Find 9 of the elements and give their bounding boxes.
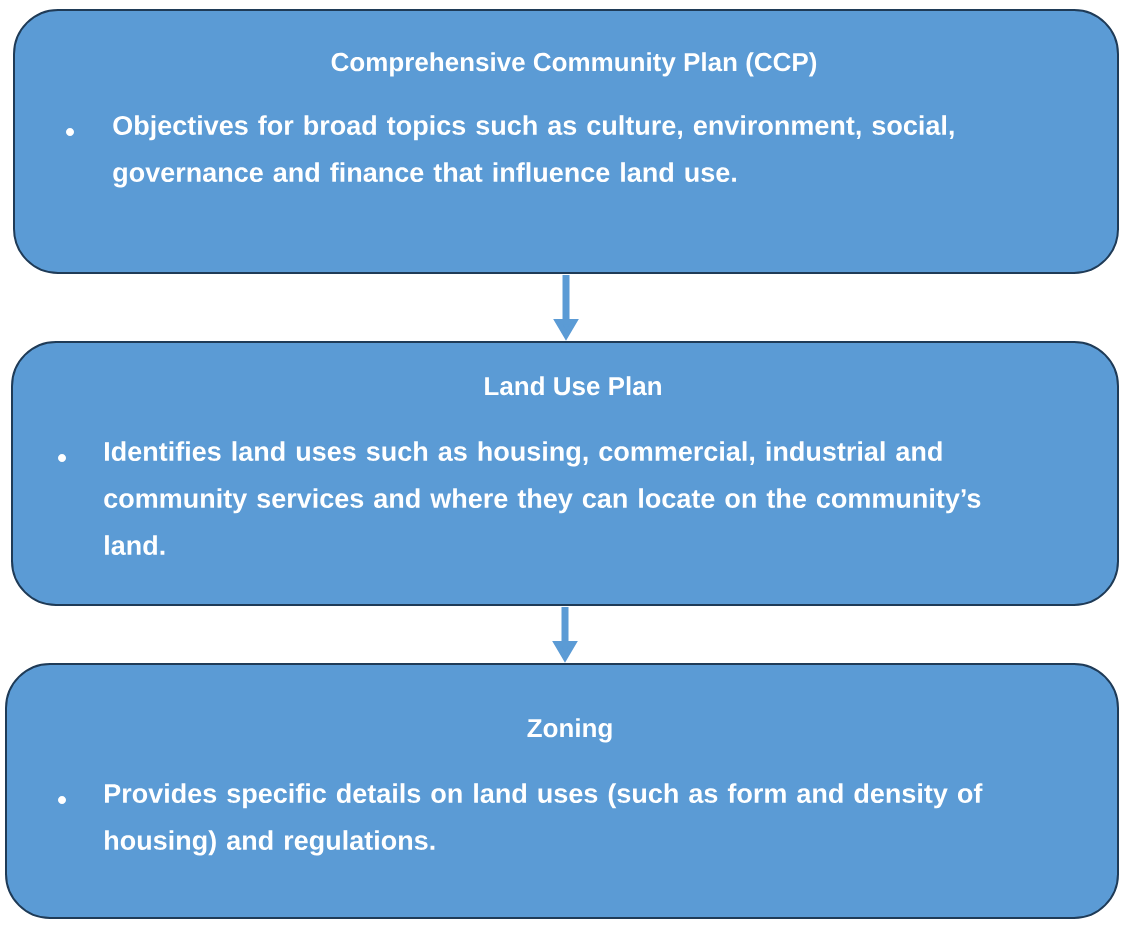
box-heading: Comprehensive Community Plan (CCP) [331, 52, 817, 77]
box-heading: Land Use Plan [485, 376, 661, 396]
bullet-text: Identifies land uses such as housing, commercial, industrial and community services and where they can locate on the community’s land. [104, 441, 981, 556]
bullet-text: Provides specific details on land uses (such as form and density of housing) and regulations. [105, 783, 983, 856]
box-heading: Zoning [527, 718, 612, 743]
process-box [13, 9, 1119, 274]
bullet-text: Objectives for broad topics such as culture, environment, social, governance and finance that influence land use. [113, 115, 954, 188]
process-box [11, 341, 1119, 606]
process-box [5, 663, 1119, 919]
